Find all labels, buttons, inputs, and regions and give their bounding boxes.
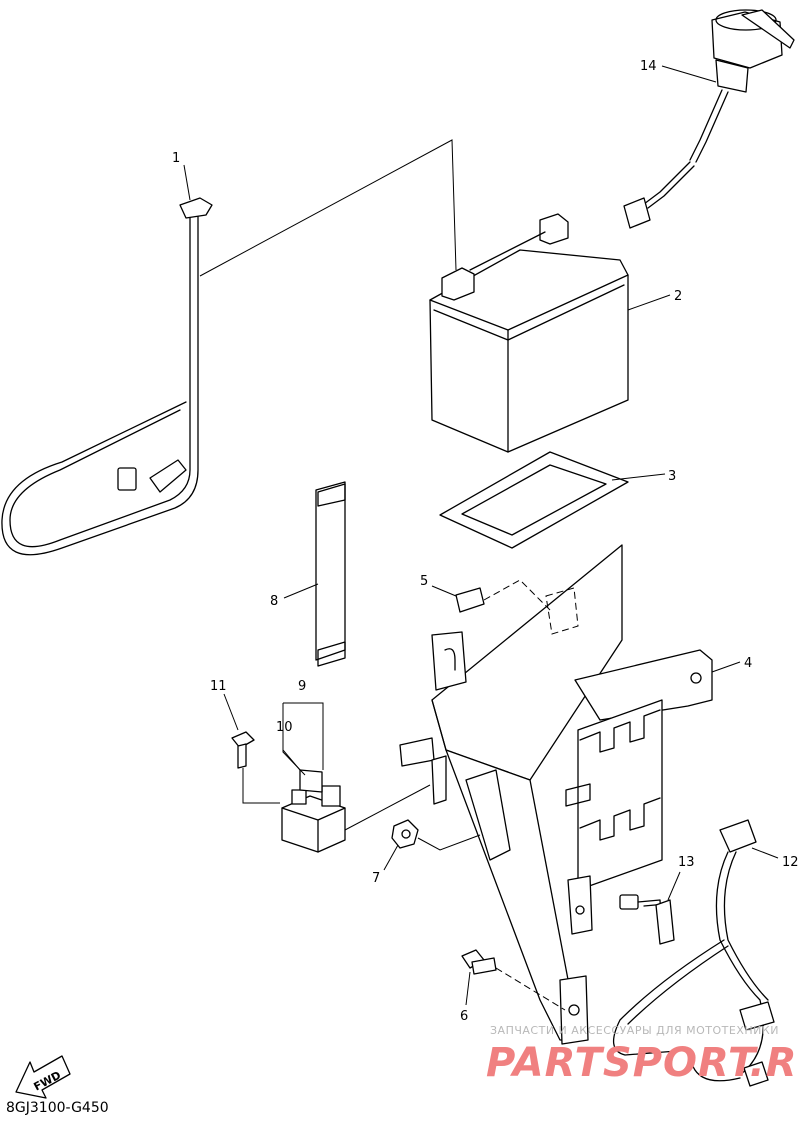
callout-4: 4	[744, 656, 752, 671]
battery-wire-lead[interactable]	[1, 197, 213, 556]
battery[interactable]	[429, 213, 629, 453]
callout-8: 8	[270, 594, 278, 609]
callout-7: 7	[372, 871, 380, 886]
callout-11: 11	[210, 679, 227, 694]
relay-mount-line	[344, 784, 431, 831]
callout-2: 2	[674, 289, 682, 304]
callout-13: 13	[678, 855, 695, 870]
callout-10: 10	[276, 720, 293, 735]
battery-clip[interactable]	[455, 579, 579, 635]
battery-band[interactable]	[315, 481, 346, 667]
callout-3: 3	[668, 469, 676, 484]
callout-12: 12	[782, 855, 799, 870]
nut-leader-dash	[417, 834, 481, 851]
bolt6-dash	[495, 967, 566, 1011]
callout-5: 5	[420, 574, 428, 589]
part1-leader-dash	[199, 139, 457, 277]
lead-wire-13[interactable]	[619, 894, 675, 945]
relay-leader-dash	[242, 768, 280, 804]
watermark-subtitle: ЗАПЧАСТИ И АКСЕССУАРЫ ДЛЯ МОТОТЕХНИКИ	[490, 1024, 779, 1037]
bolt-6[interactable]	[461, 949, 497, 975]
dc-socket[interactable]	[623, 9, 795, 229]
diagram-code: 8GJ3100-G450	[6, 1100, 109, 1116]
fwd-arrow-icon: FWD	[15, 1055, 71, 1099]
bolt-11[interactable]	[231, 731, 255, 769]
starter-relay[interactable]	[281, 769, 346, 853]
callout-1: 1	[172, 151, 180, 166]
watermark-brand: PARTSPORT.RU	[486, 1040, 800, 1086]
callout-6: 6	[460, 1009, 468, 1024]
callout-14: 14	[640, 59, 657, 74]
battery-pad[interactable]	[439, 451, 629, 549]
leader-lines	[183, 65, 779, 1006]
nut-7[interactable]	[391, 819, 419, 849]
callout-9: 9	[298, 679, 306, 694]
sub-wire-harness[interactable]	[613, 819, 775, 1087]
battery-box[interactable]	[399, 544, 713, 1045]
